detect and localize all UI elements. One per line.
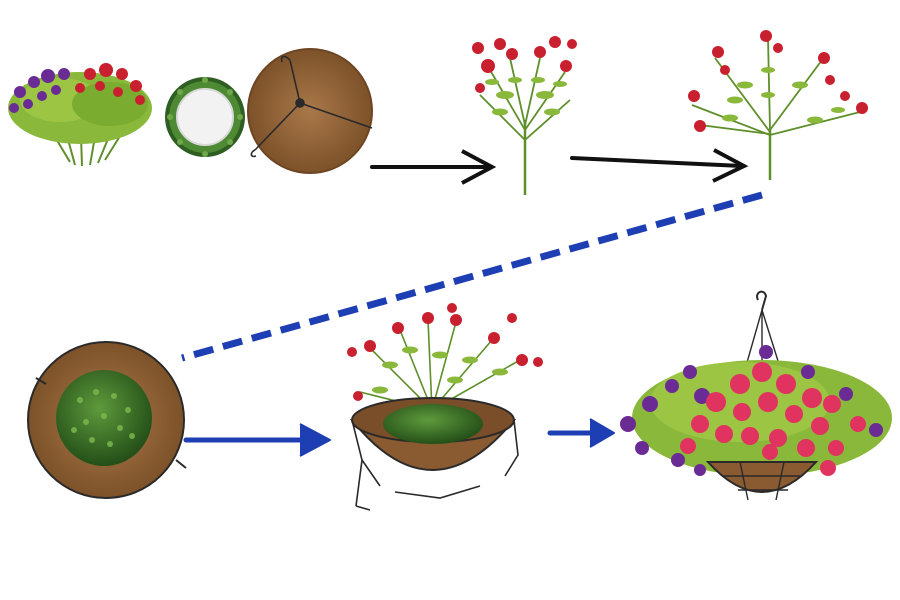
boxwood-wreath-icon — [165, 77, 245, 157]
coco-liner-top-icon — [247, 48, 373, 174]
step-finished-hanging-basket — [620, 290, 892, 501]
basket-with-stems-icon — [347, 303, 543, 511]
step-materials — [8, 48, 373, 174]
arrow-2 — [570, 148, 749, 183]
step-basket-with-stems — [347, 303, 543, 511]
step-single-stem — [472, 36, 577, 195]
step-liner-with-moss-ball — [27, 341, 187, 499]
step-split-stem — [688, 30, 868, 180]
flower-bushes-icon — [8, 63, 152, 167]
arrow-4 — [547, 418, 615, 448]
arrow-3 — [183, 423, 331, 457]
row-link — [181, 191, 763, 362]
coco-liner-moss-ball-icon — [27, 341, 187, 499]
split-flower-stem-icon — [688, 30, 868, 180]
red-flower-stem-icon — [472, 36, 577, 195]
arrow-1 — [370, 149, 497, 185]
finished-hanging-basket-icon — [620, 290, 892, 501]
